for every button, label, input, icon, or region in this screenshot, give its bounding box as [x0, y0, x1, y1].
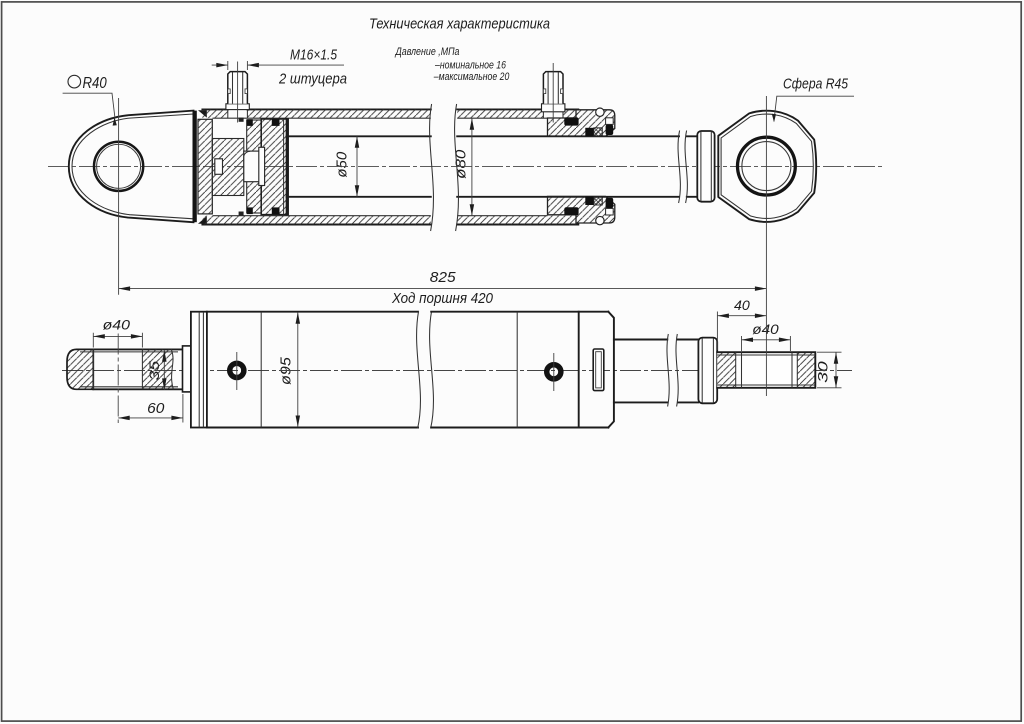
svg-text:ø40: ø40 [103, 318, 131, 334]
svg-text:M16×1.5: M16×1.5 [290, 48, 338, 64]
svg-text:60: 60 [147, 401, 164, 417]
svg-text:Ход поршня 420: Ход поршня 420 [391, 291, 493, 307]
svg-text:40: 40 [734, 298, 750, 313]
svg-text:–номинальное 16: –номинальное 16 [434, 60, 506, 72]
svg-text:R40: R40 [83, 75, 108, 92]
svg-text:30: 30 [816, 361, 831, 383]
svg-text:Техническая характеристика: Техническая характеристика [369, 16, 550, 33]
svg-text:–максимальное 20: –максимальное 20 [433, 71, 509, 83]
svg-text:ø50: ø50 [335, 152, 351, 178]
svg-text:Сфера R45: Сфера R45 [783, 76, 849, 93]
svg-text:Давление ,МПа: Давление ,МПа [394, 46, 460, 58]
svg-text:825: 825 [430, 270, 457, 286]
svg-text:2 штуцера: 2 штуцера [278, 71, 347, 88]
svg-text:ø40: ø40 [752, 322, 779, 338]
